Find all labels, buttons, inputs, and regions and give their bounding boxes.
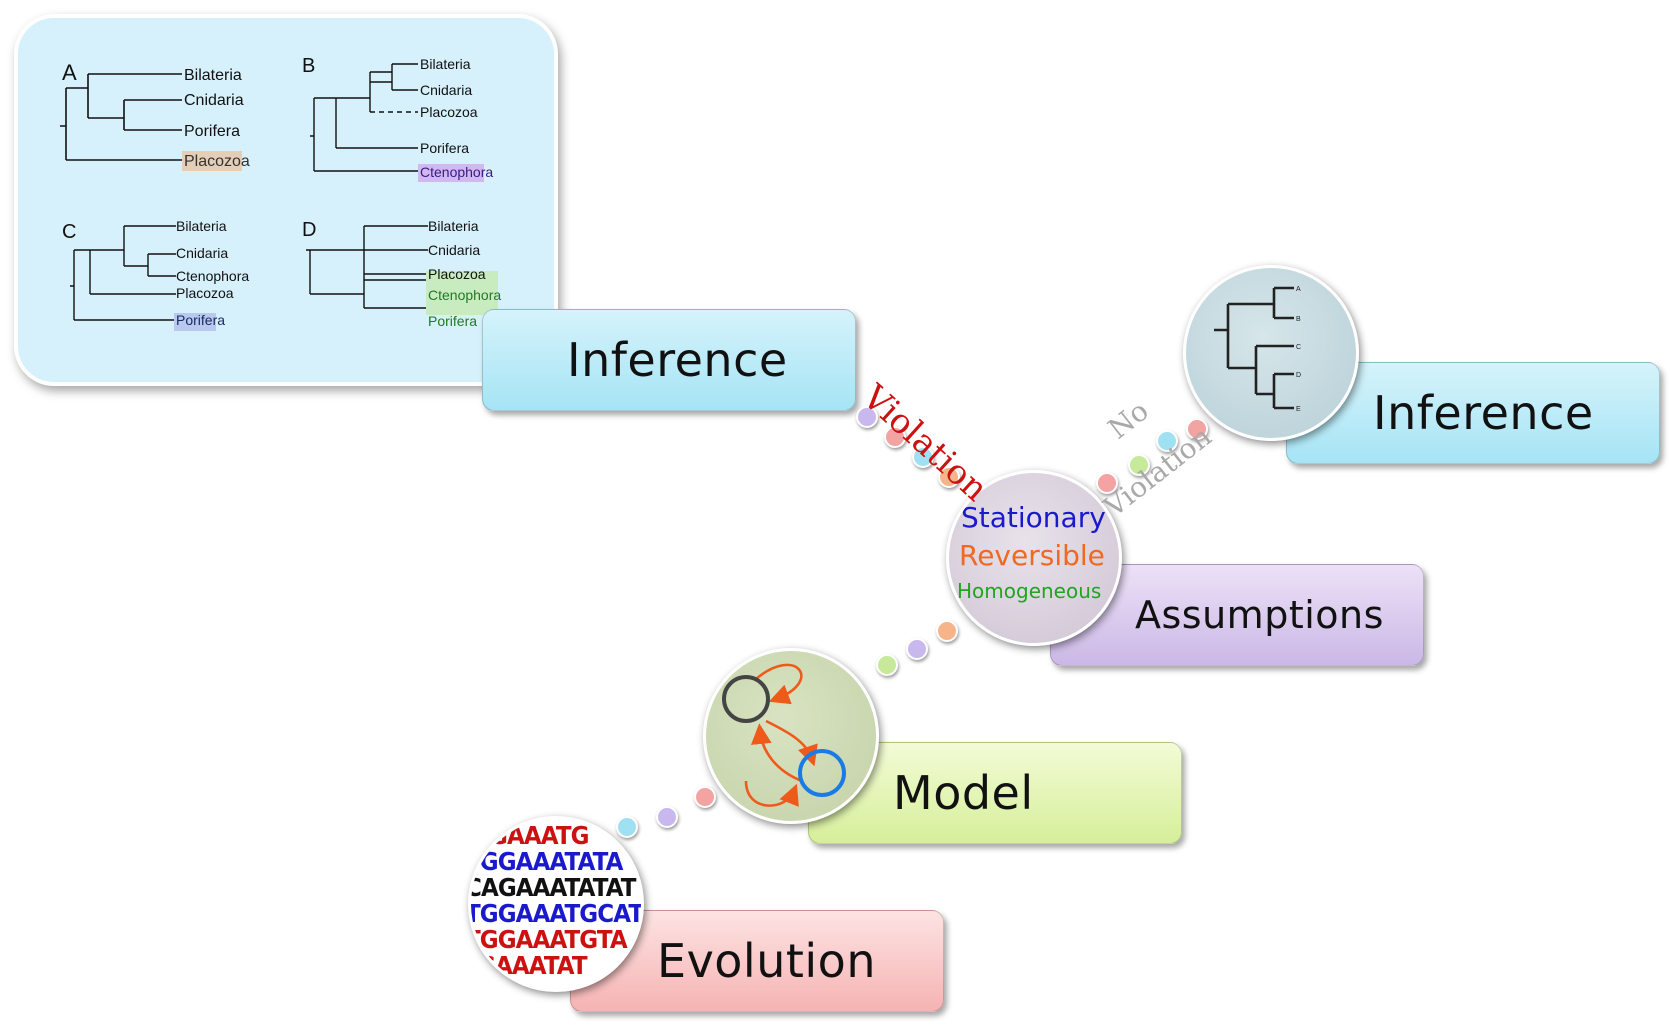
tree-icon-tip-2: B (1296, 316, 1301, 323)
tree-d-taxon-3: Placozoa (428, 266, 486, 282)
dna-line-5: TGGAAATGTA (468, 925, 628, 954)
dna-line-2: TGGAAATATA (468, 847, 623, 876)
tree-c-taxon-1: Bilateria (176, 218, 227, 234)
tree-b-highlight (418, 164, 484, 182)
dna-line-4: TGGAAATGCAT (468, 899, 644, 928)
assumption-stationary: Stationary (961, 501, 1106, 534)
assumption-reversible: Reversible (959, 539, 1105, 572)
connector-dot (938, 466, 960, 488)
tree-d-taxon-2: Cnidaria (428, 242, 480, 258)
tree-icon-tip-1: A (1296, 286, 1301, 293)
connector-dot (1186, 418, 1208, 440)
model-icon-graphic (722, 663, 846, 807)
inference-label-1: Inference (567, 333, 788, 387)
tree-b-taxon-1: Bilateria (420, 56, 471, 72)
connector-dot (1096, 472, 1118, 494)
phylogeny-panel-trees: A Bilateria Cnidaria Porifera Placozoa B… (60, 55, 501, 331)
assumptions-icon: Stationary Reversible Homogeneous (946, 470, 1122, 646)
violation-label: Violation (854, 377, 996, 510)
connector-dot (1128, 454, 1150, 476)
no-label: No (1101, 394, 1155, 446)
connector-dot (656, 806, 678, 828)
tree-a-taxon-1: Bilateria (184, 67, 242, 84)
connector-dot (884, 426, 906, 448)
tree-a (60, 73, 182, 161)
tree-d-taxon-4: Ctenophora (428, 287, 501, 303)
tree-c-highlight (174, 313, 216, 331)
tree-b-letter: B (302, 55, 315, 77)
tree-b (310, 63, 418, 172)
connector-dot (616, 816, 638, 838)
tree-icon-tip-3: C (1296, 344, 1301, 351)
tree-d-letter: D (302, 219, 316, 241)
dna-line-6: GAAATAT (477, 951, 588, 980)
evolution-label: Evolution (657, 934, 876, 988)
tree-c (70, 225, 176, 321)
tree-b-taxon-3: Placozoa (420, 104, 478, 120)
tree-icon-tip-4: D (1296, 372, 1301, 379)
connector-dot (856, 406, 878, 428)
tree-a-taxon-2: Cnidaria (184, 92, 244, 109)
tree-d-taxon-5: Porifera (428, 313, 477, 329)
tree-a-taxon-4: Placozoa (184, 153, 250, 170)
tree-icon-graphic: A B C D E (1214, 286, 1301, 413)
tree-c-taxon-3: Ctenophora (176, 268, 249, 284)
model-label: Model (893, 766, 1034, 820)
assumption-homogeneous: Homogeneous (957, 579, 1102, 603)
tree-d (306, 225, 428, 309)
model-icon (703, 648, 879, 824)
tree-a-highlight (182, 151, 242, 171)
dna-line-3: CAGAAATATAT (468, 873, 637, 902)
tree-a-taxon-3: Porifera (184, 123, 240, 140)
connector-dot (876, 654, 898, 676)
assumptions-label: Assumptions (1135, 593, 1384, 637)
inference-label-2: Inference (1373, 386, 1594, 440)
tree-a-letter: A (62, 60, 77, 85)
connector-dot (1156, 430, 1178, 452)
inference-box-violation: Inference (482, 309, 856, 411)
tree-c-taxon-4: Placozoa (176, 285, 234, 301)
tree-c-letter: C (62, 221, 76, 243)
dna-line-1: GAAATG (489, 821, 589, 850)
inference-box-no-violation: Inference (1286, 362, 1660, 464)
dna-sequence-icon: GAAATG TGGAAATATA CAGAAATATAT TGGAAATGCA… (468, 816, 644, 992)
connector-dot (936, 620, 958, 642)
tree-b-taxon-4: Porifera (420, 140, 469, 156)
tree-c-taxon-2: Cnidaria (176, 245, 228, 261)
connector-dot (906, 638, 928, 660)
tree-b-taxon-2: Cnidaria (420, 82, 472, 98)
phylogeny-panel: A Bilateria Cnidaria Porifera Placozoa B… (14, 14, 558, 386)
tree-icon: A B C D E (1183, 265, 1359, 441)
tree-icon-tip-5: E (1296, 406, 1301, 413)
tree-d-taxon-1: Bilateria (428, 218, 479, 234)
tree-c-taxon-5: Porifera (176, 312, 225, 328)
connector-dot (694, 786, 716, 808)
tree-b-taxon-5: Ctenophora (420, 164, 493, 180)
tree-d-highlight (426, 271, 498, 315)
connector-dot (912, 446, 934, 468)
